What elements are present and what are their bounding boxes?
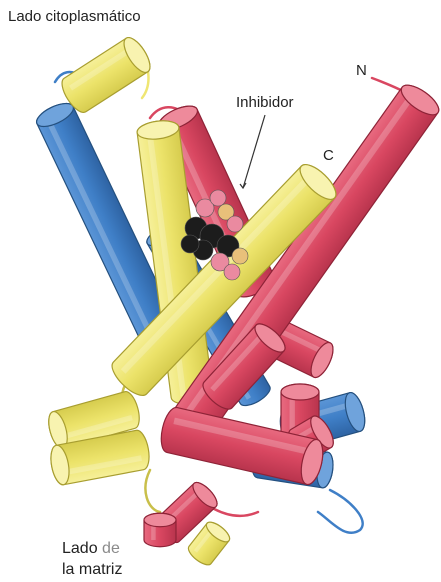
pointer-lines [240,115,265,188]
inhibitor-pointer-line [243,115,265,188]
label-matrix-line2: la matriz [62,561,122,578]
label-matrix-word-lado: Lado [62,540,98,557]
label-inhibitor: Inhibidor [236,94,294,111]
inhibitor-atom [181,235,199,253]
label-c-terminus: C [323,147,334,164]
inhibitor-atom [227,216,243,232]
inhibitor-pointer-arrowhead [240,183,246,188]
loop-blue-bottom [318,490,363,533]
helix-cylinders [33,34,441,569]
loop-yellow-bottom [145,470,160,512]
inhibitor-atom [224,264,240,280]
inhibitor-atom [210,190,226,206]
label-matrix-side: Lado de la matriz [62,538,122,580]
label-n-terminus: N [356,62,367,79]
helix-yellow-top-short [57,34,155,117]
inhibitor-atom [232,248,248,264]
label-cytoplasmic-side: Lado citoplasmático [8,8,141,25]
label-matrix-word-de: de [102,540,120,557]
helix-red-bottom-b [144,513,176,546]
